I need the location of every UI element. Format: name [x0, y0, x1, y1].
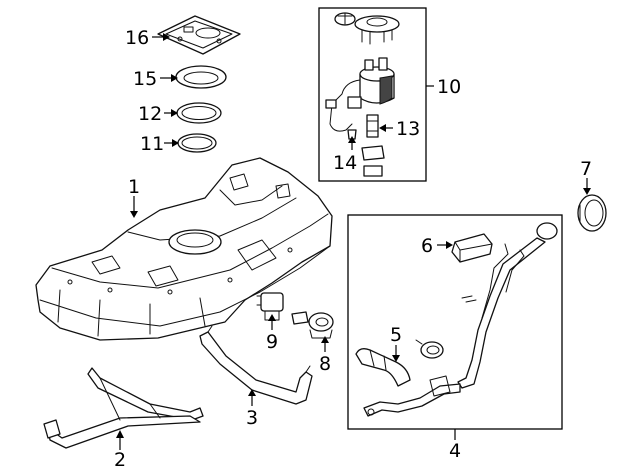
callout-12: 12: [138, 103, 162, 125]
callout-11: 11: [140, 133, 164, 155]
callout-3: 3: [246, 407, 258, 429]
leader-lines: [116, 33, 591, 450]
part-1-fuel-tank: [35, 157, 333, 341]
callout-5: 5: [390, 324, 402, 346]
part-5-hose: [355, 348, 411, 387]
callout-16: 16: [125, 27, 149, 49]
part-11-o-ring: [177, 133, 217, 153]
part-3-tank-strap: [199, 325, 313, 405]
callout-9: 9: [266, 331, 278, 353]
part-9-valve: [256, 292, 284, 321]
part-10-pump-module: [325, 12, 400, 177]
callout-1: 1: [128, 176, 140, 198]
callout-8: 8: [319, 353, 331, 375]
callout-10: 10: [437, 76, 461, 98]
callout-13: 13: [396, 118, 420, 140]
callout-14: 14: [333, 152, 357, 174]
part-8-valve: [291, 311, 334, 339]
pump-module-box: [318, 7, 427, 182]
part-2-tank-strap: [43, 367, 204, 449]
part-7-fuel-cap: [577, 194, 607, 232]
callout-2: 2: [114, 449, 126, 471]
part-4-filler-neck: [363, 222, 558, 417]
part-15-gasket: [175, 65, 227, 89]
callout-15: 15: [133, 68, 157, 90]
callout-4: 4: [449, 440, 461, 462]
callout-7: 7: [580, 158, 592, 180]
hose-clamp: [415, 339, 444, 359]
part-12-seal-ring: [176, 102, 222, 124]
callout-6: 6: [421, 235, 433, 257]
part-6-bracket: [451, 233, 493, 263]
part-16-cover-plate: [157, 15, 241, 55]
